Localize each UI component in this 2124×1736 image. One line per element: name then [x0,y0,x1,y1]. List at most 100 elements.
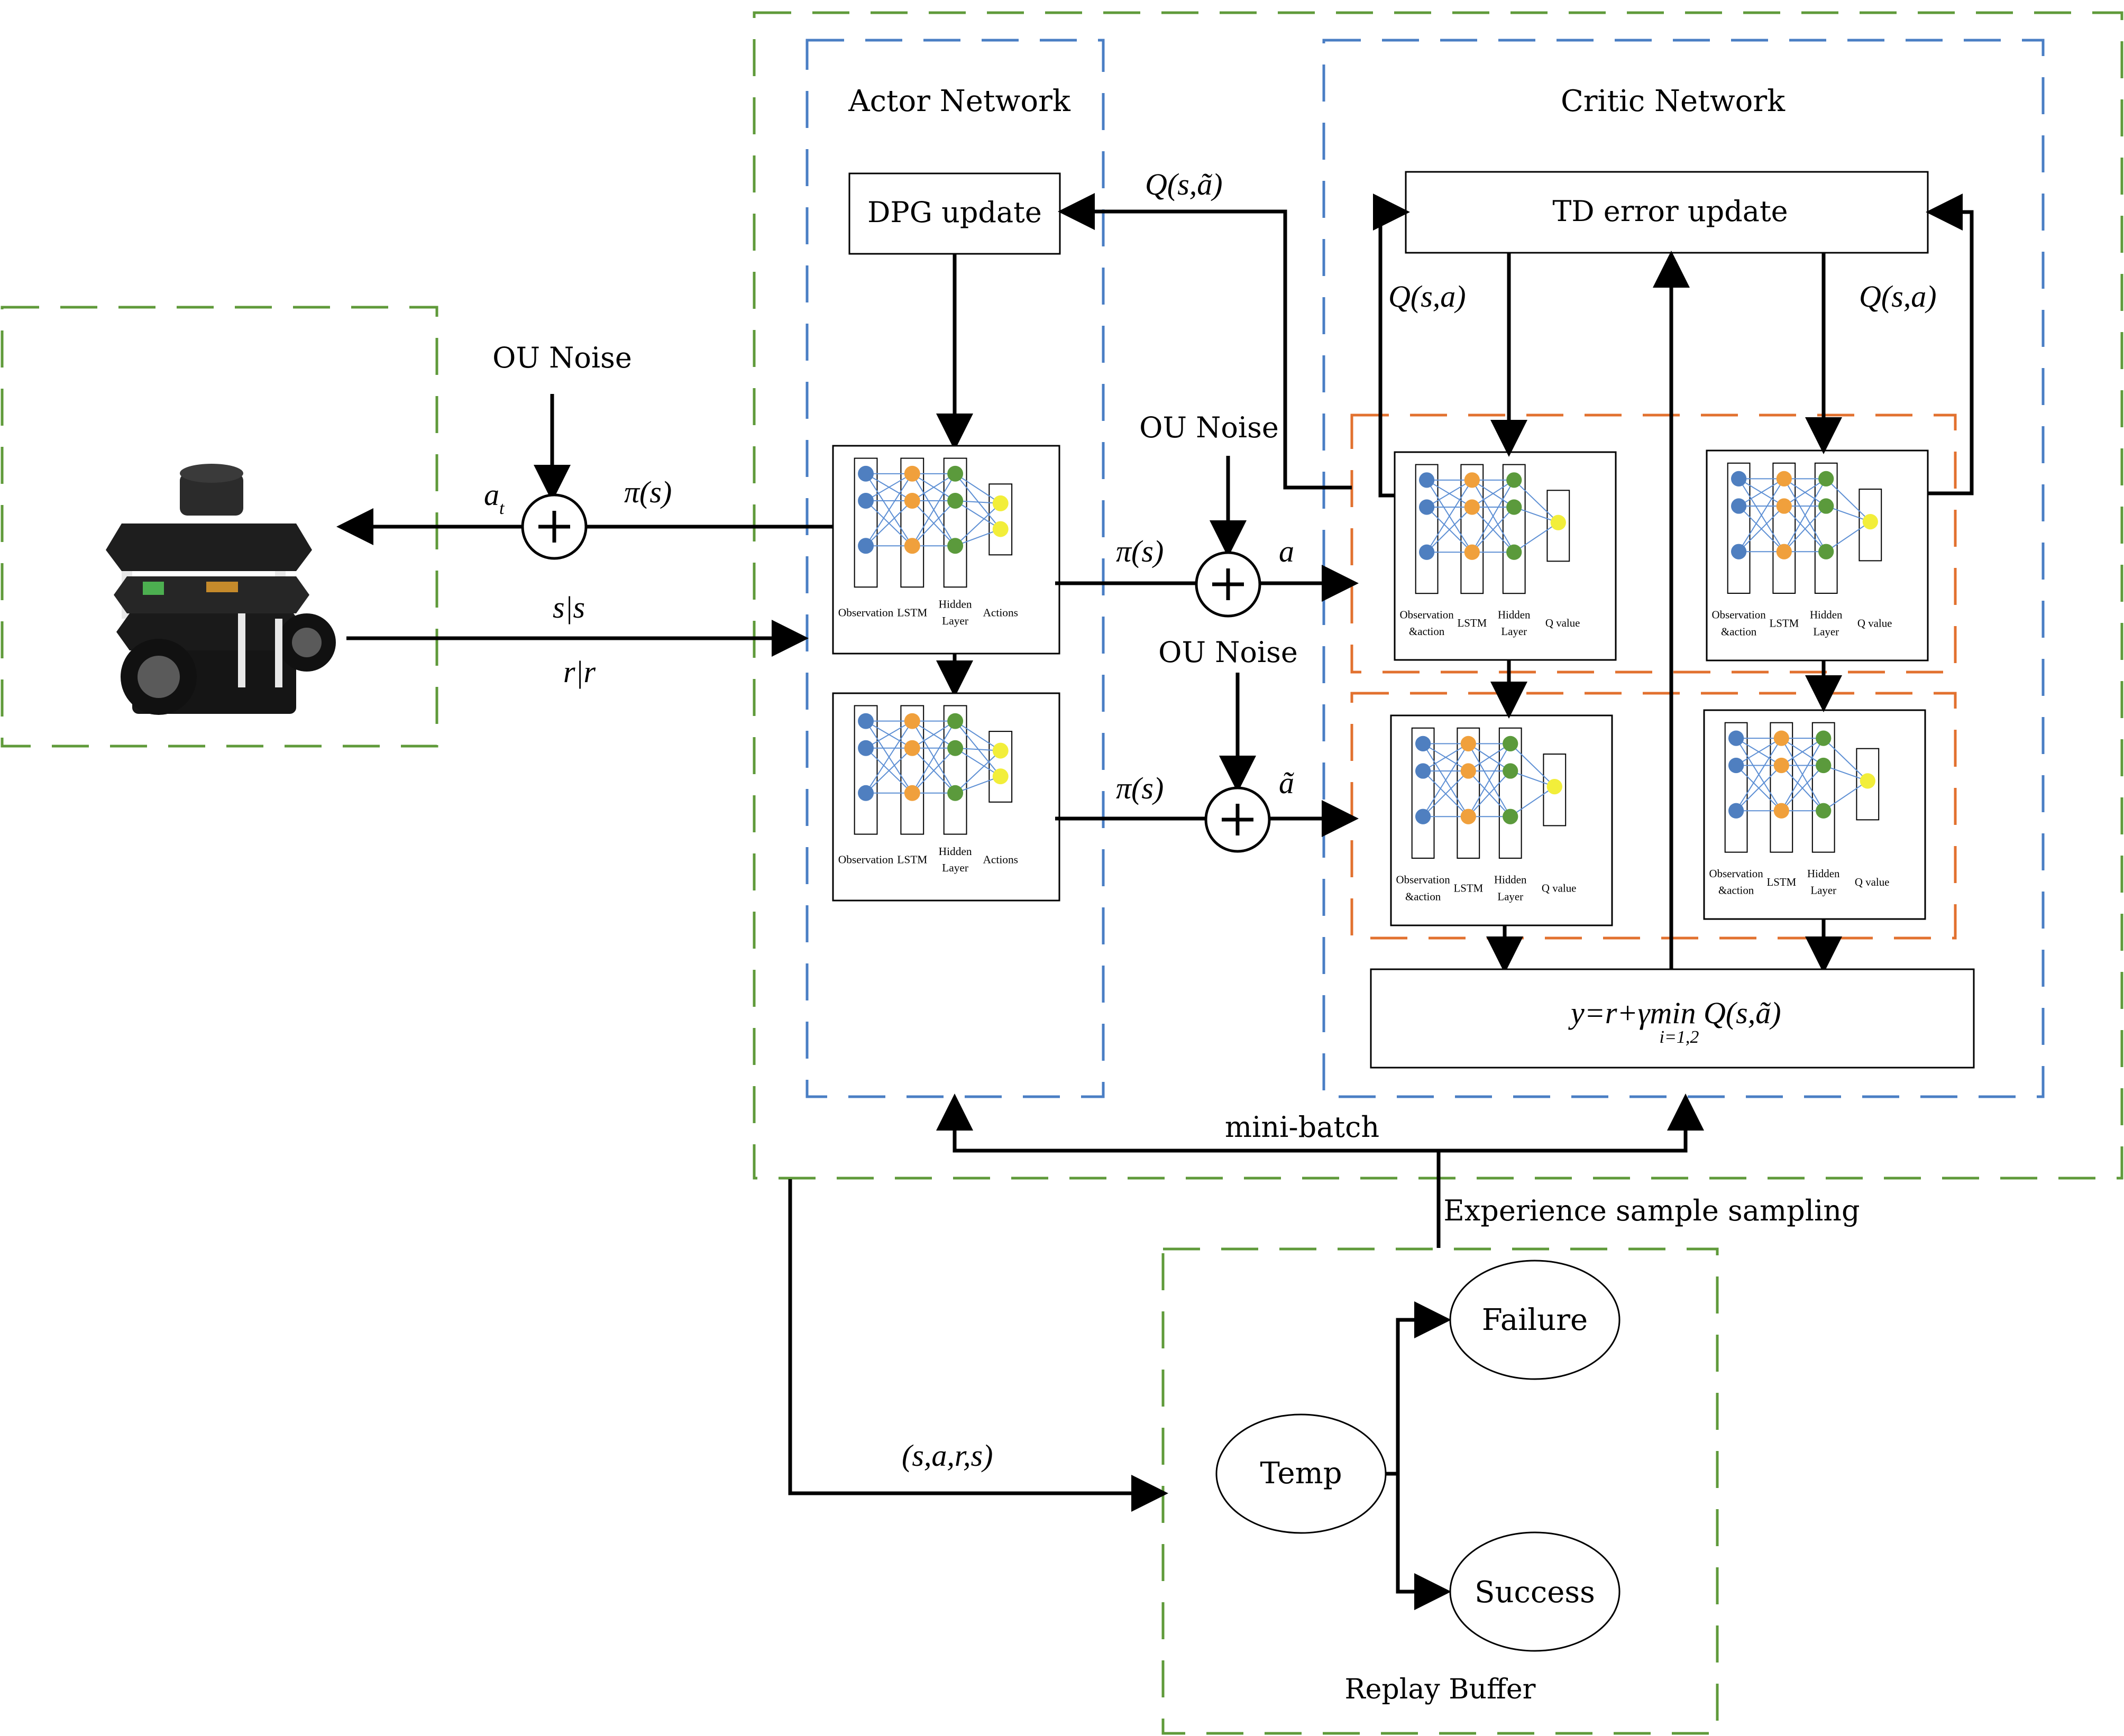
network-node [1503,763,1518,779]
observation-action-label: &action [1718,884,1754,897]
layer-column [1457,727,1480,859]
layer-column [988,483,1013,556]
transition-to-replay-arrow [788,1179,1168,1512]
q-value-label: Q value [1542,881,1577,894]
network-node [1418,472,1435,488]
network-edge [865,473,913,501]
lstm-label: LSTM [1453,881,1483,894]
network-edge [1510,743,1555,787]
network-node [1731,544,1747,559]
network-node [1728,757,1744,774]
layer-column [1546,490,1570,562]
network-edge [1783,478,1827,507]
network-edge [1736,738,1782,766]
observation-label: Observation [838,853,894,866]
critic-online-group [1350,414,1957,674]
network-edge [865,500,913,546]
network-node [1816,730,1832,746]
a-t-mid-label: a [1279,534,1294,568]
network-node [1506,544,1522,560]
network-node [1546,778,1562,795]
network-node [1460,763,1476,779]
q-value-label: Q value [1857,617,1892,629]
network-node [1731,471,1747,486]
failure-label: Failure [1482,1303,1588,1337]
network-edge [955,776,1001,794]
network-node [947,713,964,729]
network-edge [865,748,913,794]
experience-sampling-label: Experience sample sampling [1443,1194,1860,1227]
network-edge [955,750,1001,794]
critic-network-title: Critic Network [1561,84,1786,118]
hidden-layer-label: Layer [942,614,968,627]
network-node [1773,730,1789,746]
hidden-layer-label: Hidden [1807,867,1840,880]
network-edge [1471,507,1515,553]
network-node [1415,736,1431,751]
network-node [992,742,1009,759]
network-node [992,521,1009,537]
network-edge [1468,743,1511,817]
observation-action-label: &action [1721,625,1757,638]
layer-column [900,705,924,835]
pi-s-next-label: π(s) [1116,771,1164,805]
network-edge [912,473,956,501]
target-formula-box [1370,968,1975,1069]
network-node [1506,472,1522,488]
temp-to-success-arrow [1396,1474,1451,1610]
layer-column [1411,727,1435,859]
ou-noise-mid-bottom-label: OU Noise [1158,636,1298,669]
network-node [858,740,874,756]
target-formula-sub: i=1,2 [1660,1027,1699,1047]
network-node [858,493,874,509]
network-node [1773,757,1789,774]
network-node [1460,736,1476,751]
replay-buffer-title: Replay Buffer [1344,1674,1535,1705]
hidden-layer-label: Hidden [939,598,972,611]
temp-label: Temp [1260,1456,1342,1491]
network-node [992,768,1009,785]
lstm-label: LSTM [897,853,927,866]
actions-label: Actions [983,853,1018,866]
network-edge [1514,507,1559,523]
network-edge [1783,506,1827,552]
network-edge [1514,522,1559,553]
network-node [1464,499,1480,515]
critic-network-group [1322,39,2045,1098]
network-edge [865,720,913,749]
network-node [904,465,920,482]
observation-action-label: &action [1409,625,1445,638]
network-edge [1510,770,1555,787]
network-edge [955,473,1001,504]
network-edge [1422,743,1469,817]
network-node [858,785,874,801]
network-edge [865,721,913,794]
mobile-robot-icon [106,464,336,715]
pi-s-mid-label: π(s) [1116,534,1164,568]
layer-column [854,457,878,588]
network-edge [1781,738,1824,766]
layer-column [1858,489,1882,562]
plus-icon [1204,786,1271,853]
network-edge [955,747,1001,777]
network-edge [955,720,1001,751]
dpg-update-label: DPG update [867,196,1042,229]
network-node [947,785,964,801]
layer-column [943,705,967,835]
hidden-layer-label: Hidden [1810,609,1843,621]
network-edge [1823,765,1868,782]
network-node [1860,773,1875,789]
network-edge [912,500,956,546]
observation-action-label: Observation [1709,867,1764,880]
hidden-layer-label: Hidden [1498,608,1531,621]
hidden-layer-label: Layer [1497,890,1523,903]
network-node [1503,736,1518,751]
hidden-layer-label: Layer [1813,625,1839,638]
network-node [947,493,964,509]
network-edge [1826,478,1871,522]
layer-column [854,705,878,835]
network-node [858,538,874,554]
network-node [1776,471,1792,486]
